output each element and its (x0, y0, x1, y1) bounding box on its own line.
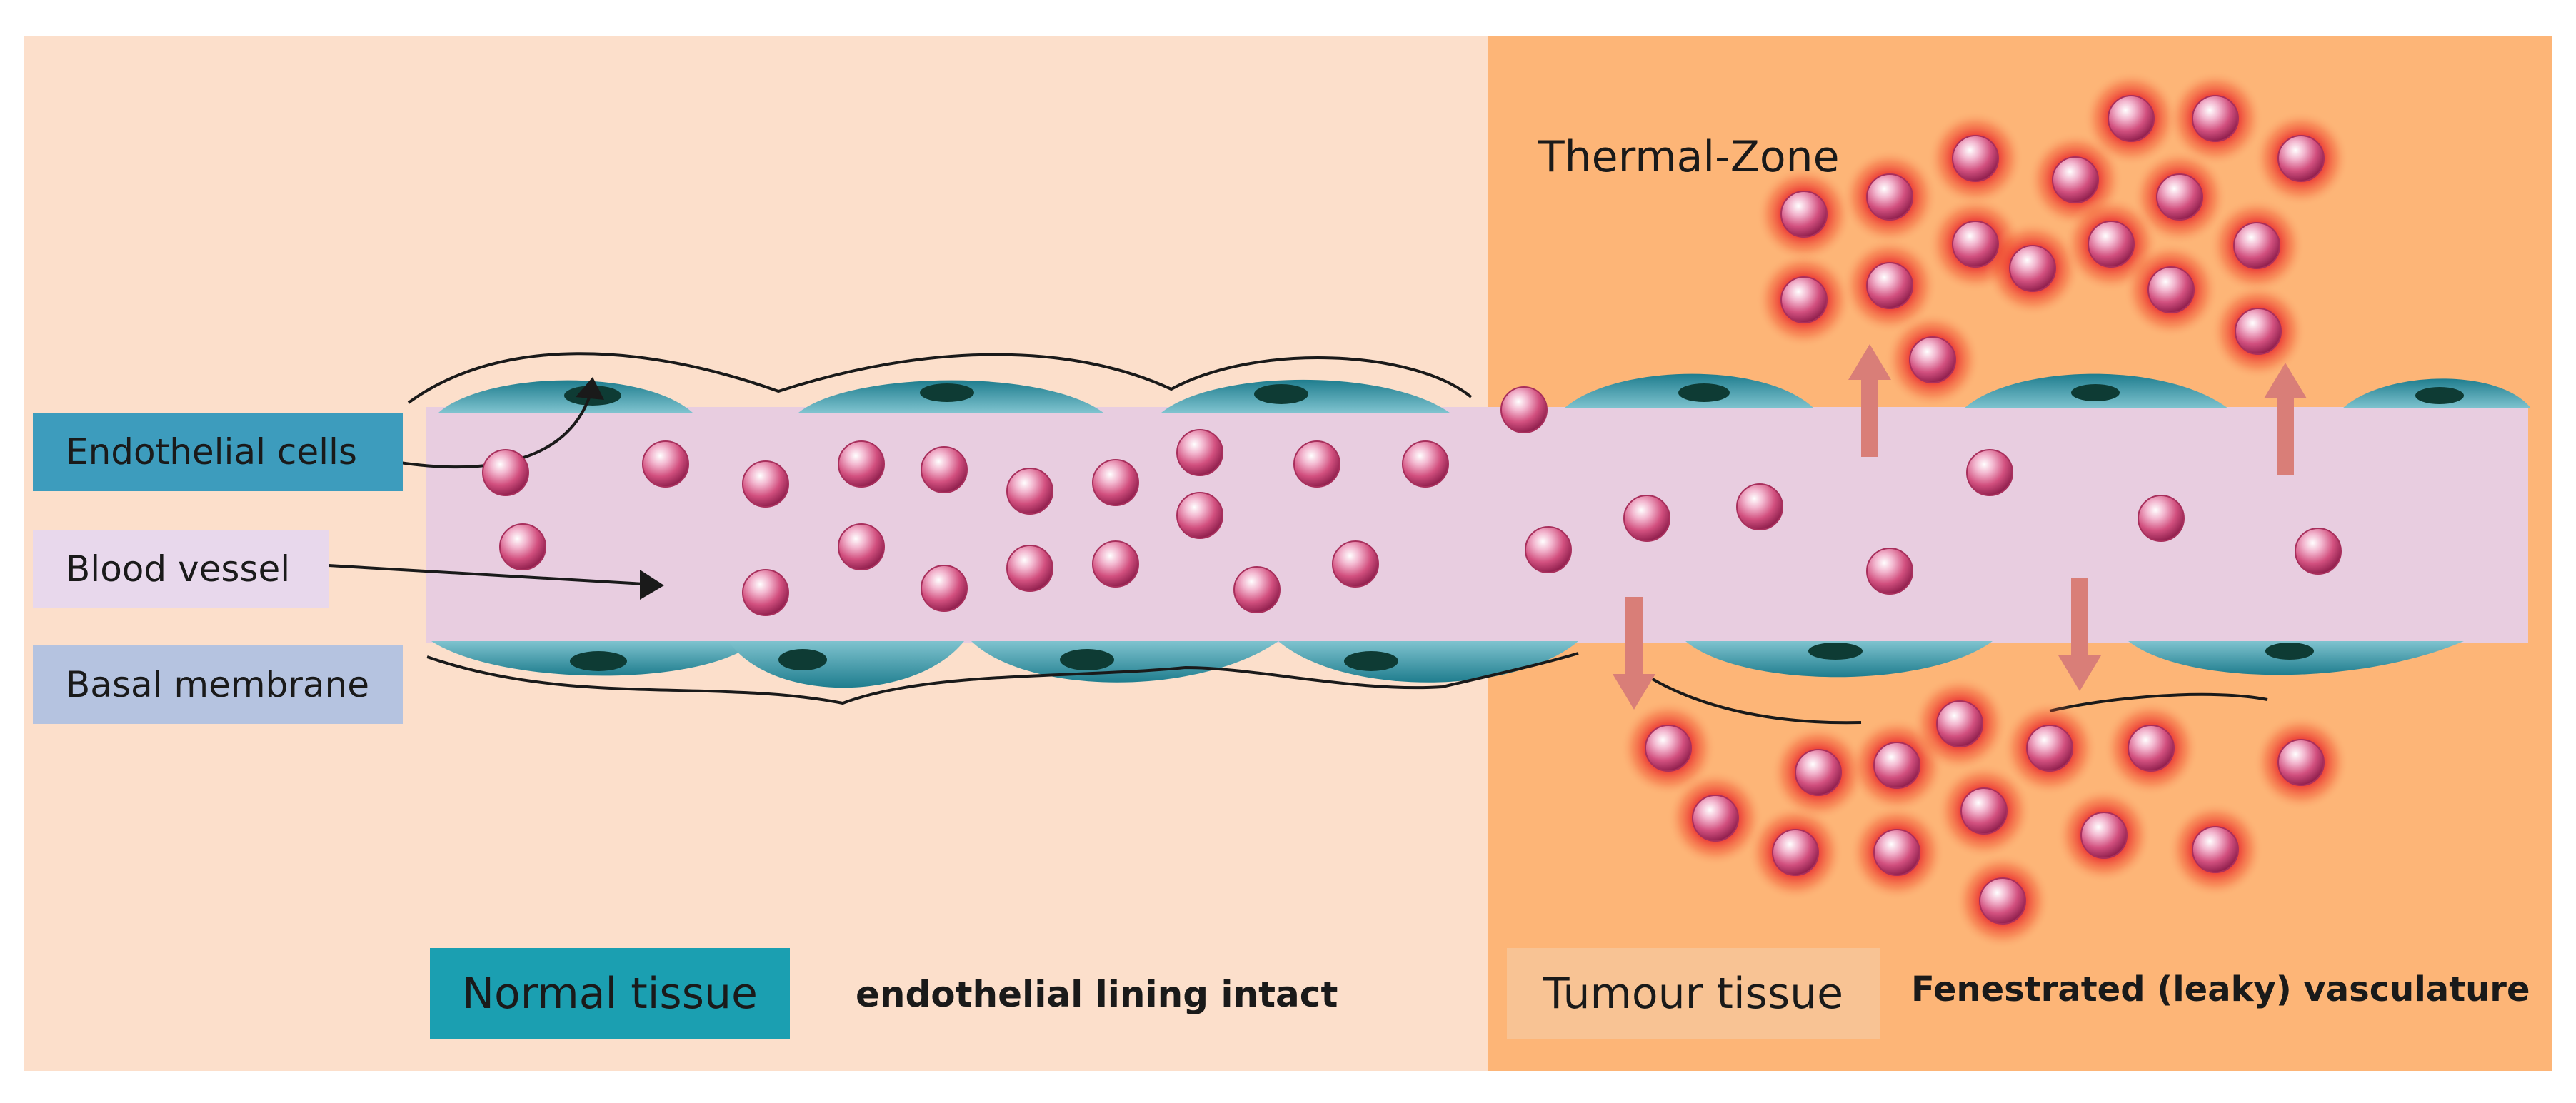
basal-membrane-lines (407, 352, 2268, 725)
nanoparticle (1092, 540, 1139, 588)
nanoparticle (1780, 191, 1828, 238)
nanoparticle (1092, 459, 1139, 506)
nanoparticle (1006, 468, 1053, 515)
nanoparticle (2277, 135, 2325, 182)
thermal-zone-label: Thermal-Zone (1538, 132, 1840, 182)
nanoparticle (2192, 826, 2239, 873)
basal-membrane-label: Basal membrane (66, 664, 369, 705)
nanoparticle (1866, 548, 1913, 595)
nanoparticle (1795, 749, 1842, 796)
nanoparticle (1866, 173, 1913, 221)
nanoparticle (2128, 725, 2175, 772)
nanoparticle (1936, 700, 1983, 747)
tumour-tissue-caption: Fenestrated (leaky) vasculature (1911, 969, 2530, 1009)
nanoparticle (1525, 526, 1572, 573)
nanoparticle (1952, 221, 1999, 268)
nanoparticle (1772, 829, 1819, 876)
tumour-tissue-label-bg (1507, 948, 1880, 1039)
blood-vessel-label-bg (33, 530, 329, 608)
nanoparticle (2156, 173, 2203, 221)
nanoparticle (921, 446, 968, 493)
blood-vessel (426, 407, 2528, 643)
nanoparticle (1332, 540, 1379, 588)
normal-tissue-caption: endothelial lining intact (856, 974, 1338, 1015)
nanoparticle (1692, 795, 1739, 842)
blood-vessel-label: Blood vessel (66, 548, 291, 590)
tumour-tissue-label: Tumour tissue (1543, 969, 1844, 1019)
nanoparticle (2235, 308, 2282, 355)
nanoparticle (2080, 812, 2128, 859)
nanoparticle (2295, 528, 2342, 575)
normal-tissue-label-bg (430, 948, 790, 1039)
nanoparticle (2026, 725, 2073, 772)
label-pointers (328, 377, 664, 600)
nanoparticle (2277, 739, 2325, 786)
nanoparticle (2147, 266, 2195, 313)
basal-membrane-label-bg (33, 645, 403, 724)
nanoparticle (1780, 276, 1828, 323)
nanoparticle (2233, 222, 2280, 269)
endothelial-cells-label: Endothelial cells (66, 431, 357, 473)
nanoparticle (1006, 545, 1053, 592)
nanoparticle (838, 523, 885, 570)
nanoparticle (2192, 95, 2239, 142)
nanoparticle (2108, 95, 2155, 142)
nanoparticles (482, 95, 2342, 925)
nanoparticle (2088, 221, 2135, 268)
nanoparticle (921, 565, 968, 612)
nanoparticle (1952, 135, 1999, 182)
nanoparticle (1966, 449, 2013, 496)
nanoparticle (1623, 495, 1670, 542)
nanoparticle (1402, 440, 1449, 488)
endothelial-pointer-head (576, 377, 604, 400)
nanoparticle (1500, 386, 1548, 433)
nanoparticle (1293, 440, 1340, 488)
nanoparticle (1866, 262, 1913, 309)
nanoparticle (1736, 483, 1783, 530)
nanoparticle (2138, 495, 2185, 542)
nanoparticle (838, 440, 885, 488)
nanoparticle (1176, 492, 1223, 539)
blood-vessel-pointer-head (640, 570, 664, 600)
top-nuclei (564, 383, 2464, 406)
nanoparticle (499, 523, 546, 570)
nanoparticle (1960, 787, 2008, 835)
nanoparticle (742, 569, 789, 616)
nanoparticle (1645, 725, 1692, 772)
normal-tissue-label: Normal tissue (462, 969, 758, 1019)
nanoparticle (1873, 829, 1920, 876)
nanoparticle (642, 440, 689, 488)
nanoparticle (1909, 336, 1956, 383)
endothelial-pointer (399, 391, 593, 469)
nanoparticle (1873, 742, 1920, 789)
nanoparticle (482, 449, 529, 496)
extravasation-arrows (1613, 344, 2307, 710)
blood-vessel-pointer (328, 564, 645, 585)
nanoparticle (1233, 566, 1281, 613)
nanoparticle (1979, 877, 2026, 925)
nanoparticle (2052, 156, 2099, 203)
bottom-nuclei (570, 643, 2314, 671)
endothelial-label-bg (33, 413, 403, 491)
nanoparticle (2009, 245, 2056, 292)
nanoparticle (742, 460, 789, 508)
nanoparticle (1176, 429, 1223, 476)
